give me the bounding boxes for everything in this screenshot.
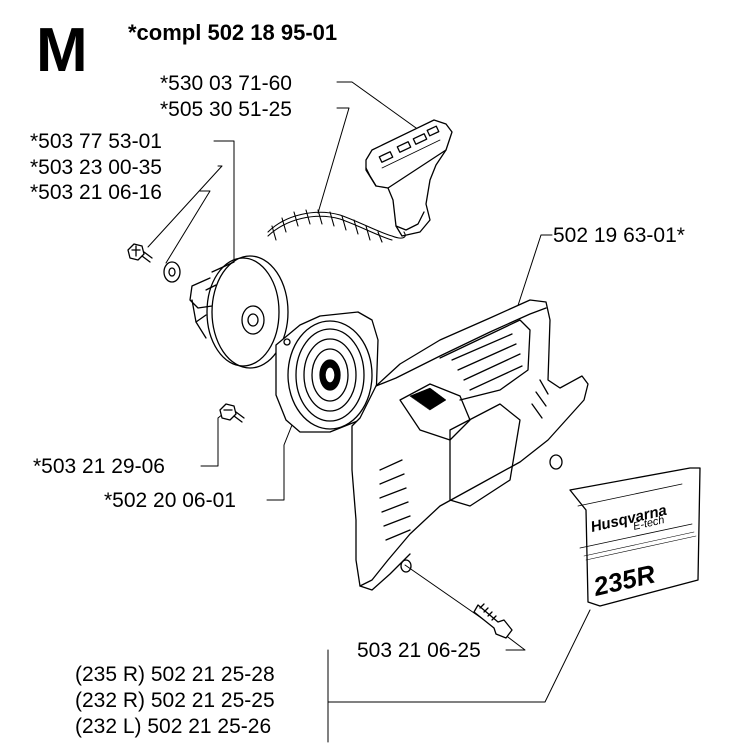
starter-housing — [351, 299, 589, 591]
washer — [163, 261, 181, 283]
starter-handle — [365, 119, 453, 237]
leader-lines — [147, 81, 591, 743]
label-decal-235r: (235 R) 502 21 25-28 — [75, 663, 275, 686]
label-decal-232r: (232 R) 502 21 25-25 — [75, 689, 275, 712]
label-spring-cassette: *502 20 06-01 — [104, 489, 236, 512]
screw-small-top — [127, 243, 153, 263]
assembly-title: *compl 502 18 95-01 — [128, 20, 338, 45]
label-screw-center: *503 23 00-35 — [30, 156, 162, 179]
spring-cassette — [275, 311, 379, 433]
label-screw-small: *503 21 29-06 — [33, 455, 165, 478]
housing-screw — [473, 603, 513, 639]
label-decal-232l: (232 L) 502 21 25-26 — [75, 715, 272, 738]
label-housing-screw: 503 21 06-25 — [357, 639, 481, 662]
section-letter: M — [36, 16, 88, 85]
label-rope: *505 30 51-25 — [160, 98, 292, 121]
screw-small-lower — [219, 403, 245, 423]
starter-rope — [267, 209, 406, 243]
label-washer: *503 21 06-16 — [30, 181, 162, 204]
label-pulley: *503 77 53-01 — [30, 130, 162, 153]
pulley — [189, 255, 289, 369]
decal-235r — [569, 467, 701, 607]
label-handle-a: *530 03 71-60 — [160, 72, 292, 95]
label-housing: 502 19 63-01* — [553, 224, 685, 247]
